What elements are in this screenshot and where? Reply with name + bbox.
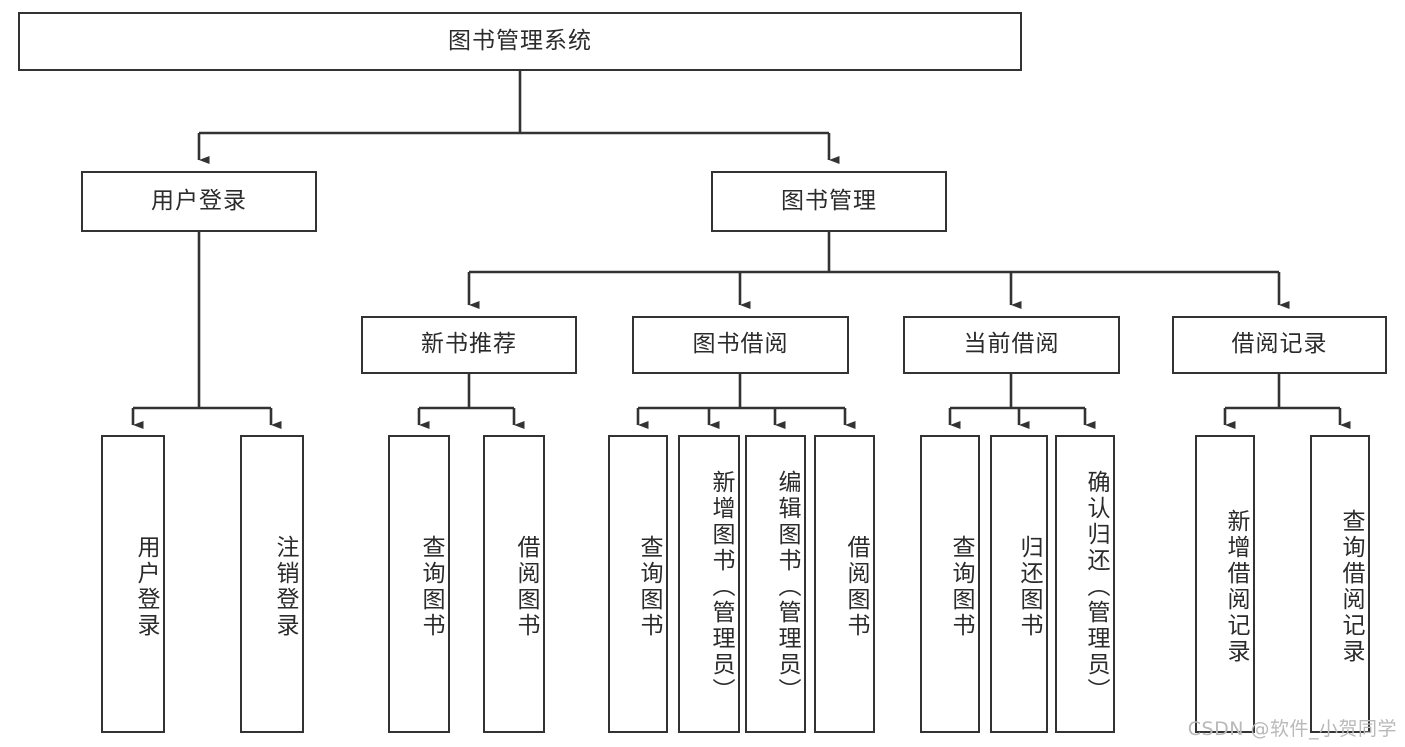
node-label: 注销登录 (272, 535, 298, 639)
node-label: 借阅记录 (1231, 331, 1328, 358)
leaf-current-borrow-query[interactable]: 查询图书 (920, 435, 980, 733)
node-label: 查询借阅记录 (1338, 509, 1364, 665)
node-root-book-management-system[interactable]: 图书管理系统 (18, 12, 1022, 71)
node-label: 编辑图书（管理员） (774, 470, 800, 704)
node-borrow-records[interactable]: 借阅记录 (1172, 316, 1387, 374)
leaf-borrow-record-query[interactable]: 查询借阅记录 (1310, 435, 1370, 733)
leaf-book-borrow-add-admin[interactable]: 新增图书（管理员） (678, 435, 740, 733)
leaf-new-book-borrow[interactable]: 借阅图书 (483, 435, 545, 733)
node-label: 新书推荐 (421, 331, 517, 358)
node-user-login[interactable]: 用户登录 (81, 171, 317, 232)
leaf-current-borrow-confirm-return-admin[interactable]: 确认归还（管理员） (1055, 435, 1115, 733)
node-label: 图书管理 (781, 187, 877, 214)
node-label: 查询图书 (418, 535, 444, 639)
leaf-book-borrow-borrow[interactable]: 借阅图书 (814, 435, 875, 733)
leaf-book-borrow-query[interactable]: 查询图书 (608, 435, 668, 733)
node-label: 归还图书 (1016, 535, 1042, 639)
node-book-management[interactable]: 图书管理 (711, 171, 947, 232)
node-label: 用户登录 (133, 535, 159, 639)
leaf-new-book-query[interactable]: 查询图书 (388, 435, 450, 733)
leaf-borrow-record-add[interactable]: 新增借阅记录 (1195, 435, 1255, 733)
node-book-borrow[interactable]: 图书借阅 (632, 316, 849, 374)
leaf-book-borrow-edit-admin[interactable]: 编辑图书（管理员） (745, 435, 806, 733)
node-label: 借阅图书 (843, 535, 869, 639)
node-label: 用户登录 (151, 187, 247, 214)
watermark-csdn: CSDN @软件_小贺同学 (1187, 718, 1397, 740)
leaf-user-login-login[interactable]: 用户登录 (101, 435, 165, 733)
node-label: 新增借阅记录 (1223, 509, 1249, 665)
node-label: 图书借阅 (692, 331, 789, 358)
node-label: 确认归还（管理员） (1083, 470, 1109, 704)
leaf-user-login-logout[interactable]: 注销登录 (240, 435, 304, 733)
node-current-borrow[interactable]: 当前借阅 (903, 316, 1120, 374)
node-new-book-recommend[interactable]: 新书推荐 (361, 316, 577, 374)
node-label: 查询图书 (636, 535, 662, 639)
node-label: 查询图书 (948, 535, 974, 639)
node-label: 借阅图书 (513, 535, 539, 639)
node-label: 图书管理系统 (448, 27, 592, 54)
leaf-current-borrow-return[interactable]: 归还图书 (990, 435, 1048, 733)
node-label: 当前借阅 (963, 331, 1060, 358)
node-label: 新增图书（管理员） (708, 470, 734, 704)
